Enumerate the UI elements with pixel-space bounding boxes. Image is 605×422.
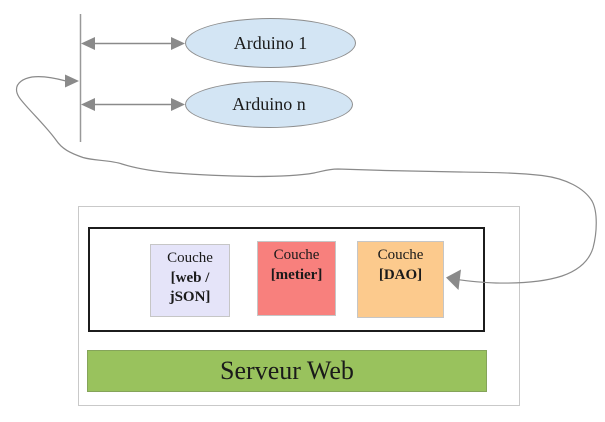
layer-dao: Couche [DAO] [357, 241, 444, 318]
layer-web-json: Couche [web / jSON] [150, 244, 230, 317]
layer-metier-title: Couche [273, 247, 320, 263]
arrow-arduino-1-right-head [171, 37, 185, 50]
layer-web-json-line2: [web / [170, 269, 210, 286]
node-arduino-1: Arduino 1 [185, 18, 356, 68]
arrow-arduino-n-left-head [81, 98, 95, 111]
layer-dao-line2: [DAO] [378, 266, 423, 283]
layer-web-json-line3: jSON] [169, 289, 211, 305]
serveur-web-label: Serveur Web [220, 356, 354, 385]
arrow-arduino-n-right-head [171, 98, 185, 111]
layer-metier: Couche [metier] [257, 241, 336, 316]
node-arduino-n: Arduino n [185, 81, 353, 128]
node-arduino-1-label: Arduino 1 [233, 32, 308, 53]
serveur-web-bar: Serveur Web [87, 350, 487, 392]
layer-metier-line2: [metier] [270, 266, 323, 283]
layer-dao-title: Couche [377, 247, 424, 263]
layer-web-json-title: Couche [167, 250, 213, 266]
arrow-arduino-1-left-head [81, 37, 95, 50]
node-arduino-n-label: Arduino n [232, 94, 306, 114]
connector-start-arrowhead [65, 74, 79, 88]
